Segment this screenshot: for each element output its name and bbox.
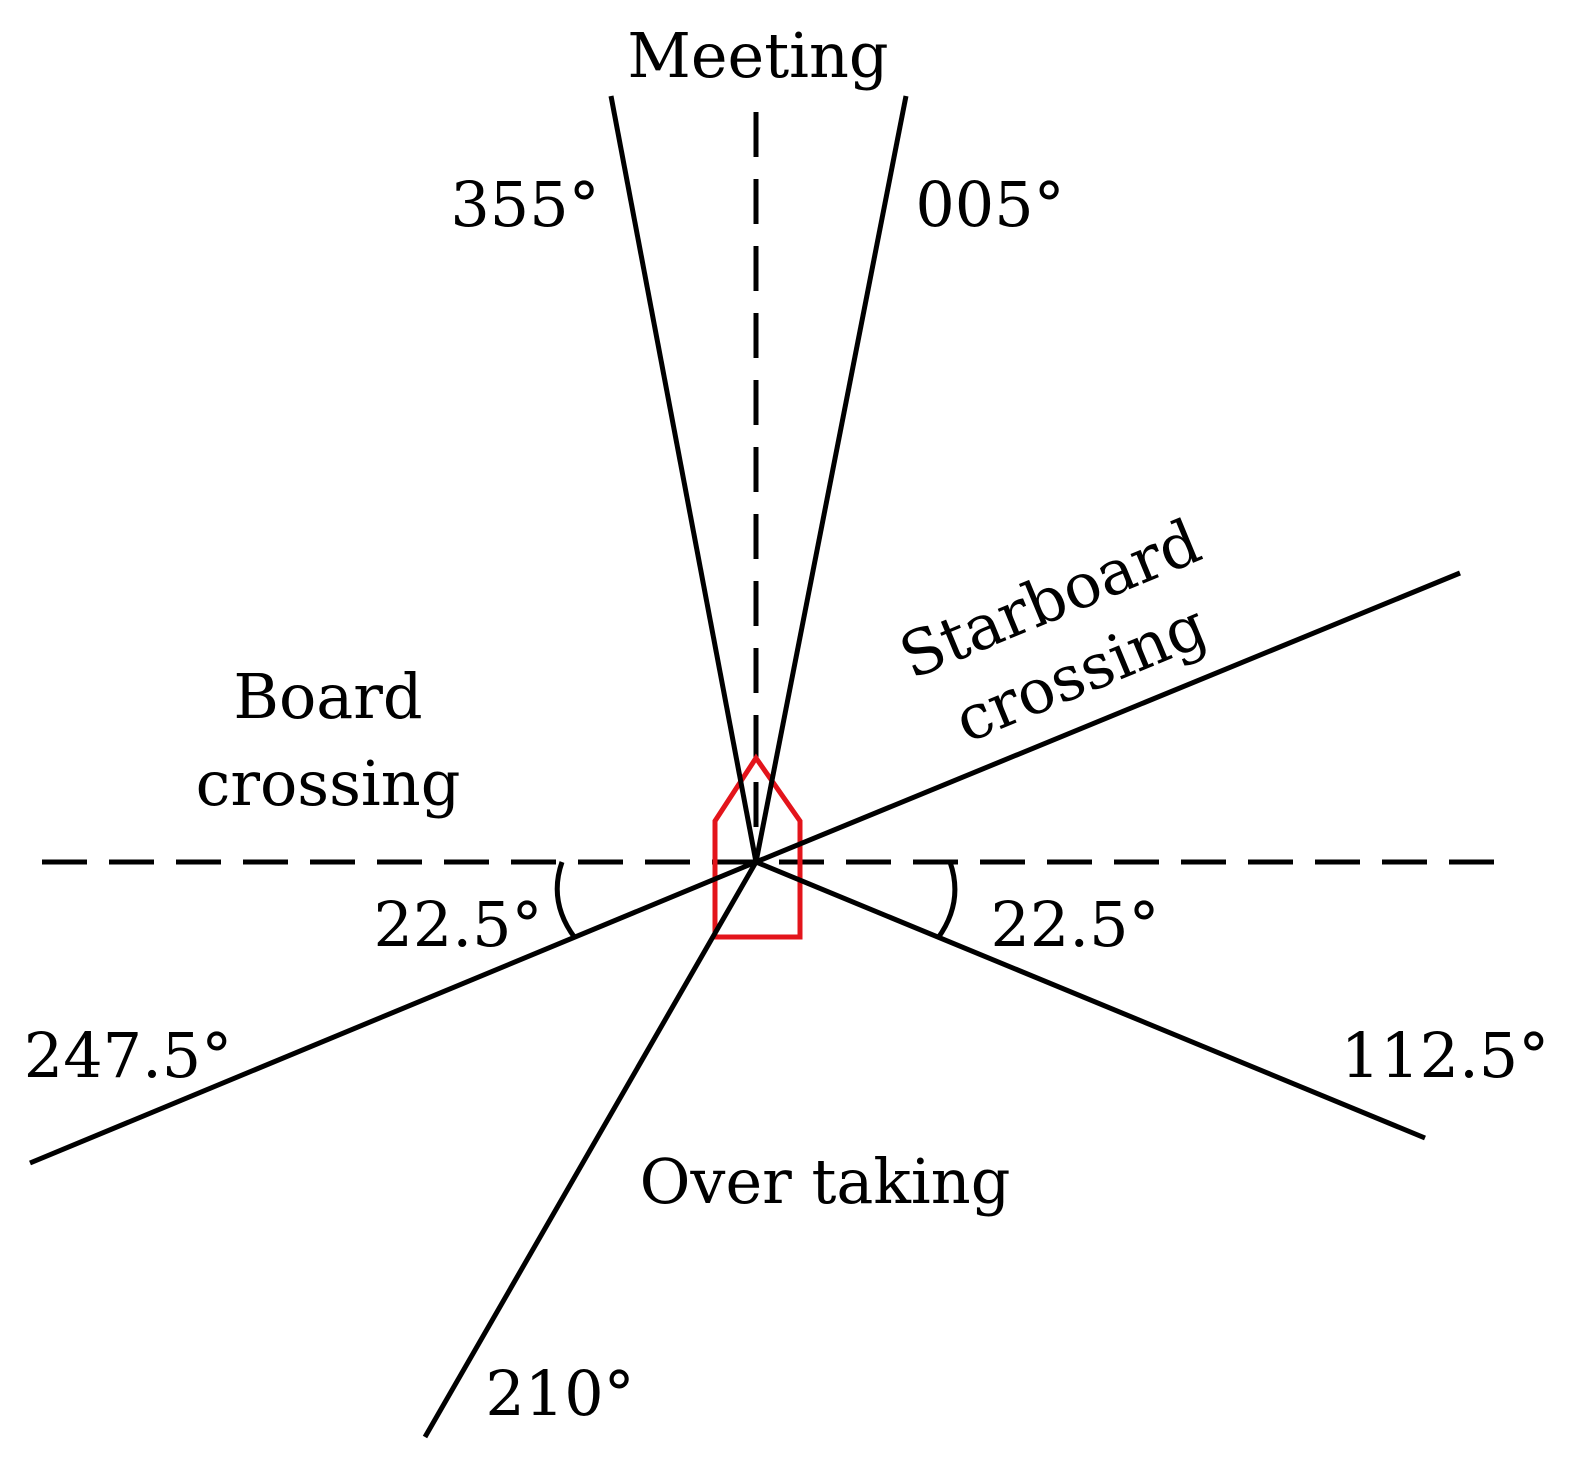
bearing-line-starboard-upper <box>755 570 1461 865</box>
angle-arc-left <box>554 861 578 940</box>
bearing-label-005: 005° <box>915 168 1064 241</box>
bearing-line-112-5 <box>755 859 1426 1141</box>
bearing-label-210: 210° <box>485 1357 634 1430</box>
angle-arc-right <box>935 861 958 940</box>
bearing-line-355 <box>608 95 759 863</box>
bearing-label-112-5: 112.5° <box>1341 1019 1550 1092</box>
bearing-line-210 <box>422 860 759 1439</box>
bearing-label-355: 355° <box>450 168 599 241</box>
angle-label-left: 22.5° <box>373 888 542 961</box>
board-crossing-label-line1: Board <box>233 660 422 733</box>
own-ship-shape <box>712 753 803 940</box>
board-crossing-label-line2: crossing <box>196 747 461 820</box>
overtaking-label: Over taking <box>640 1145 1011 1218</box>
meeting-label: Meeting <box>627 19 888 92</box>
angle-label-right: 22.5° <box>990 888 1159 961</box>
starboard-crossing-label: Starboard crossing <box>889 504 1216 757</box>
bearing-label-247-5: 247.5° <box>24 1019 233 1092</box>
bearing-line-247-5 <box>29 859 757 1166</box>
bearing-line-005 <box>753 95 909 863</box>
